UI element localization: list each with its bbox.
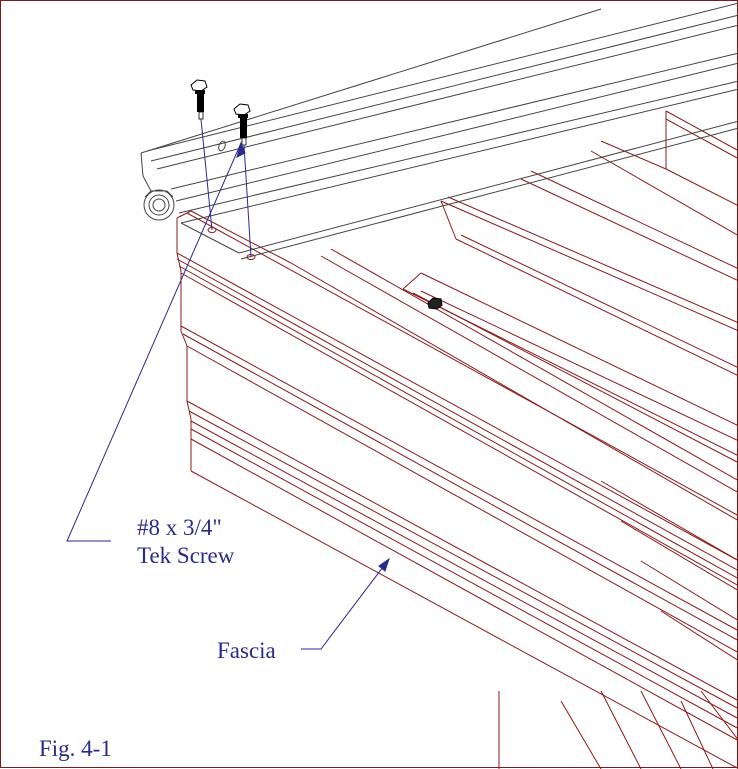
tek-screw-icon — [190, 79, 208, 120]
fascia-panel — [176, 210, 738, 769]
rail — [140, 2, 738, 260]
leader-lines — [66, 118, 390, 650]
screw-type-text: Tek Screw — [137, 543, 235, 568]
screw-size-text: #8 x 3/4" — [137, 515, 222, 540]
nut-icon — [427, 297, 443, 310]
screw-callout: #8 x 3/4" Tek Screw — [137, 514, 234, 570]
roof-panels — [290, 110, 738, 769]
tek-screw-icon — [233, 103, 251, 146]
figure-caption: Fig. 4-1 — [39, 736, 112, 761]
fascia-callout: Fascia — [217, 638, 276, 663]
